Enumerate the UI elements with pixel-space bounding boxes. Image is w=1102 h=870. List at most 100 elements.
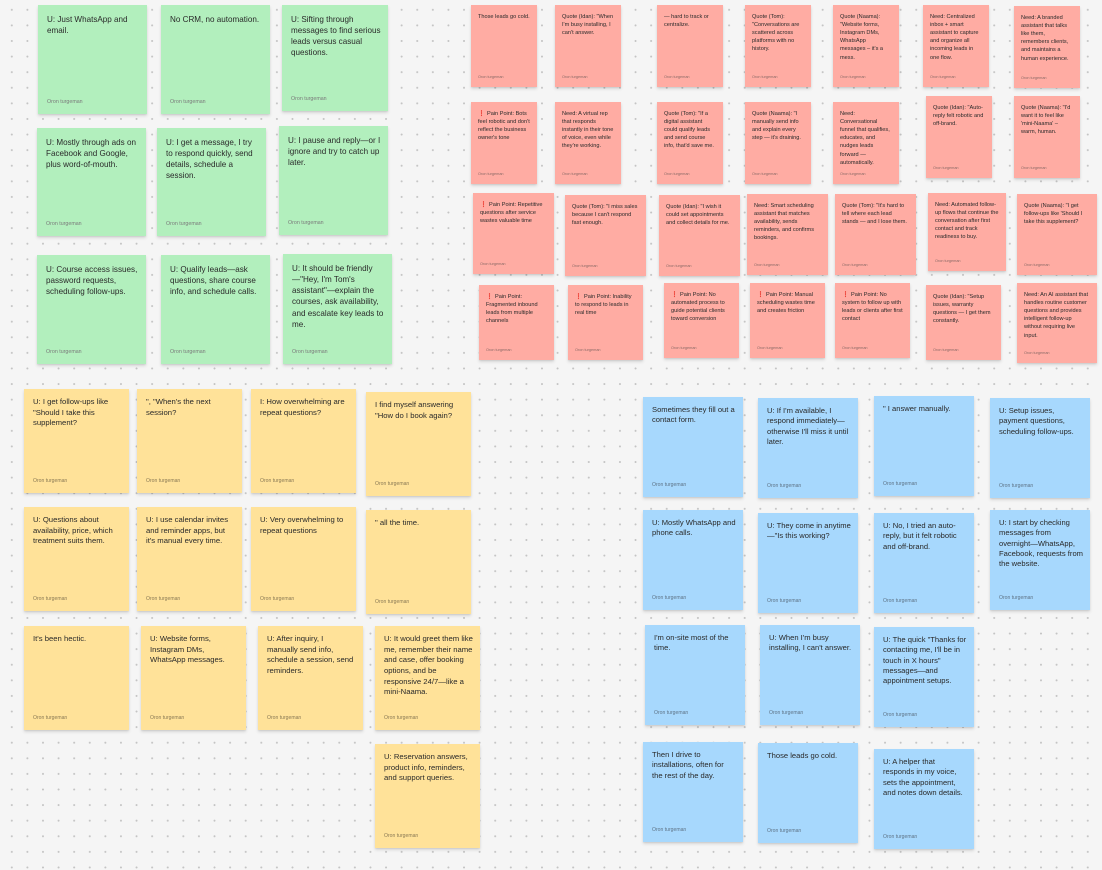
note-author: Oron turgeman xyxy=(652,595,687,601)
sticky-note-yellow[interactable]: It's been hectic.Oron turgeman xyxy=(24,626,129,730)
note-author: Oron turgeman xyxy=(652,827,687,833)
sticky-note-red[interactable]: ❗Pain Point: Fragmented inbound leads fr… xyxy=(479,285,554,360)
sticky-note-text: U: No, I tried an auto-reply, but it fel… xyxy=(883,521,967,552)
sticky-note-red[interactable]: Need: Conversational funnel that qualifi… xyxy=(833,102,899,184)
sticky-note-red[interactable]: Those leads go cold.Oron turgeman xyxy=(471,5,537,87)
sticky-note-red[interactable]: Need: Automated follow-up flows that con… xyxy=(928,193,1006,271)
sticky-note-text: ❗Pain Point: Fragmented inbound leads fr… xyxy=(486,293,547,325)
sticky-note-red[interactable]: Need: An AI assistant that handles routi… xyxy=(1017,283,1097,363)
sticky-note-red[interactable]: ❗Pain Point: Inability to respond to lea… xyxy=(568,285,643,360)
sticky-note-green[interactable]: U: Sifting through messages to find seri… xyxy=(282,5,388,111)
sticky-note-text: U: They come in anytime—"Is this working… xyxy=(767,521,851,542)
sticky-note-blue[interactable]: Those leads go cold.Oron turgeman xyxy=(758,743,858,843)
sticky-note-blue[interactable]: U: No, I tried an auto-reply, but it fel… xyxy=(874,513,974,613)
sticky-note-text: U: Setup issues, payment questions, sche… xyxy=(999,406,1083,437)
sticky-note-blue[interactable]: U: When I'm busy installing, I can't ans… xyxy=(760,625,860,725)
exclamation-icon: ❗ xyxy=(575,294,582,300)
sticky-note-blue[interactable]: U: They come in anytime—"Is this working… xyxy=(758,513,858,613)
sticky-note-red[interactable]: Need: A virtual rep that responds instan… xyxy=(555,102,621,184)
sticky-note-blue[interactable]: U: The quick "Thanks for contacting me, … xyxy=(874,627,974,727)
sticky-note-blue[interactable]: U: I start by checking messages from ove… xyxy=(990,510,1090,610)
sticky-note-red[interactable]: ❗Pain Point: Bots feel robotic and don't… xyxy=(471,102,537,184)
sticky-note-red[interactable]: Quote (Naama): "Website forms, Instagram… xyxy=(833,5,899,87)
sticky-note-red[interactable]: Quote (Idan): "Auto-reply felt robotic a… xyxy=(926,96,992,178)
sticky-note-yellow[interactable]: I: How overwhelming are repeat questions… xyxy=(251,389,356,493)
sticky-note-yellow[interactable]: U: Reservation answers, product info, re… xyxy=(375,744,480,848)
sticky-note-green[interactable]: U: Qualify leads—ask questions, share co… xyxy=(161,255,270,364)
sticky-note-text: U: It would greet them like me, remember… xyxy=(384,634,473,698)
note-author: Oron turgeman xyxy=(1021,76,1047,80)
sticky-note-red[interactable]: Quote (Idan): "I wish it could set appoi… xyxy=(659,195,740,276)
sticky-note-text: U: Qualify leads—ask questions, share co… xyxy=(170,264,263,297)
note-body: Those leads go cold. xyxy=(478,14,530,20)
sticky-note-yellow[interactable]: ", "When's the next session?Oron turgema… xyxy=(137,389,242,493)
sticky-note-text: U: If I'm available, I respond immediate… xyxy=(767,406,851,447)
sticky-note-blue[interactable]: U: Setup issues, payment questions, sche… xyxy=(990,398,1090,498)
note-body: U: Website forms, Instagram DMs, WhatsAp… xyxy=(150,634,225,665)
sticky-note-green[interactable]: U: Just WhatsApp and email.Oron turgeman xyxy=(38,5,147,114)
sticky-note-yellow[interactable]: U: I get follow-ups like "Should I take … xyxy=(24,389,129,493)
sticky-note-red[interactable]: Quote (Tom): "I miss sales because I can… xyxy=(565,195,646,276)
sticky-note-red[interactable]: ❗Pain Point: No automated process to gui… xyxy=(664,283,739,358)
sticky-note-red[interactable]: Quote (Naama): "I'd want it to feel like… xyxy=(1014,96,1080,178)
sticky-note-red[interactable]: Quote (Naama): "I get follow-ups like 'S… xyxy=(1017,194,1097,275)
sticky-note-yellow[interactable]: " all the time.Oron turgeman xyxy=(366,510,471,614)
sticky-note-text: Then I drive to installations, often for… xyxy=(652,750,736,781)
sticky-note-text: U: I get follow-ups like "Should I take … xyxy=(33,397,122,429)
sticky-note-text: Need: A branded assistant that talks lik… xyxy=(1021,14,1073,63)
sticky-note-blue[interactable]: Sometimes they fill out a contact form.O… xyxy=(643,397,743,497)
sticky-note-red[interactable]: Quote (Idan): "Setup issues, warranty qu… xyxy=(926,285,1001,360)
note-body: Need: An AI assistant that handles routi… xyxy=(1024,292,1089,339)
sticky-note-red[interactable]: ❗Pain Point: Repetitive questions after … xyxy=(473,193,554,274)
sticky-note-red[interactable]: — hard to track or centralize.Oron turge… xyxy=(657,5,723,87)
note-body: U: The quick "Thanks for contacting me, … xyxy=(883,635,967,686)
sticky-note-green[interactable]: U: Mostly through ads on Facebook and Go… xyxy=(37,128,146,236)
sticky-note-text: U: The quick "Thanks for contacting me, … xyxy=(883,635,967,687)
sticky-note-yellow[interactable]: U: It would greet them like me, remember… xyxy=(375,626,480,730)
sticky-note-green[interactable]: U: It should be friendly—"Hey, I'm Tom's… xyxy=(283,254,392,364)
sticky-note-blue[interactable]: " I answer manually.Oron turgeman xyxy=(874,396,974,496)
sticky-note-green[interactable]: No CRM, no automation.Oron turgeman xyxy=(161,5,270,114)
sticky-note-blue[interactable]: U: A helper that responds in my voice, s… xyxy=(874,749,974,849)
sticky-note-green[interactable]: U: I get a message, I try to respond qui… xyxy=(157,128,266,236)
note-body: U: Sifting through messages to find seri… xyxy=(291,15,381,58)
note-author: Oron turgeman xyxy=(260,596,295,602)
sticky-note-text: " I answer manually. xyxy=(883,404,967,414)
sticky-note-red[interactable]: ❗Pain Point: No system to follow up with… xyxy=(835,283,910,358)
sticky-note-yellow[interactable]: U: Very overwhelming to repeat questions… xyxy=(251,507,356,611)
sticky-note-blue[interactable]: U: If I'm available, I respond immediate… xyxy=(758,398,858,498)
sticky-note-text: ❗Pain Point: Manual scheduling wastes ti… xyxy=(757,291,818,315)
note-body: " I answer manually. xyxy=(883,404,951,413)
sticky-note-yellow[interactable]: U: Website forms, Instagram DMs, WhatsAp… xyxy=(141,626,246,730)
sticky-note-red[interactable]: Need: Smart scheduling assistant that ma… xyxy=(747,194,828,275)
sticky-note-red[interactable]: Quote (Tom): "It's hard to tell where ea… xyxy=(835,194,916,275)
sticky-note-text: Sometimes they fill out a contact form. xyxy=(652,405,736,426)
sticky-note-red[interactable]: Quote (Naama): "I manually send info and… xyxy=(745,102,811,184)
sticky-note-blue[interactable]: I'm on-site most of the time.Oron turgem… xyxy=(645,625,745,725)
note-body: U: Questions about availability, price, … xyxy=(33,515,113,546)
sticky-note-green[interactable]: U: I pause and reply—or I ignore and try… xyxy=(279,126,388,235)
note-body: Pain Point: Fragmented inbound leads fro… xyxy=(486,294,538,325)
note-body: Quote (Tom): "Conversations are scattere… xyxy=(752,14,800,53)
sticky-note-red[interactable]: Quote (Tom): "If a digital assistant cou… xyxy=(657,102,723,184)
sticky-note-yellow[interactable]: U: I use calendar invites and reminder a… xyxy=(137,507,242,611)
sticky-note-red[interactable]: Need: Centralized inbox + smart assistan… xyxy=(923,5,989,87)
note-author: Oron turgeman xyxy=(883,598,918,604)
sticky-note-red[interactable]: Quote (Tom): "Conversations are scattere… xyxy=(745,5,811,87)
sticky-note-yellow[interactable]: U: Questions about availability, price, … xyxy=(24,507,129,611)
sticky-note-yellow[interactable]: I find myself answering "How do I book a… xyxy=(366,392,471,496)
exclamation-icon: ❗ xyxy=(842,292,849,298)
sticky-note-red[interactable]: ❗Pain Point: Manual scheduling wastes ti… xyxy=(750,283,825,358)
sticky-note-yellow[interactable]: U: After inquiry, I manually send info, … xyxy=(258,626,363,730)
note-author: Oron turgeman xyxy=(752,75,778,79)
sticky-note-text: U: Reservation answers, product info, re… xyxy=(384,752,473,784)
sticky-note-green[interactable]: U: Course access issues, password reques… xyxy=(37,255,146,364)
note-author: Oron turgeman xyxy=(666,264,692,268)
note-body: I'm on-site most of the time. xyxy=(654,633,729,653)
note-body: U: Reservation answers, product info, re… xyxy=(384,752,468,783)
sticky-note-red[interactable]: Need: A branded assistant that talks lik… xyxy=(1014,6,1080,88)
sticky-note-blue[interactable]: U: Mostly WhatsApp and phone calls.Oron … xyxy=(643,510,743,610)
sticky-note-blue[interactable]: Then I drive to installations, often for… xyxy=(643,742,743,842)
sticky-note-red[interactable]: Quote (Idan): "When I'm busy installing,… xyxy=(555,5,621,87)
